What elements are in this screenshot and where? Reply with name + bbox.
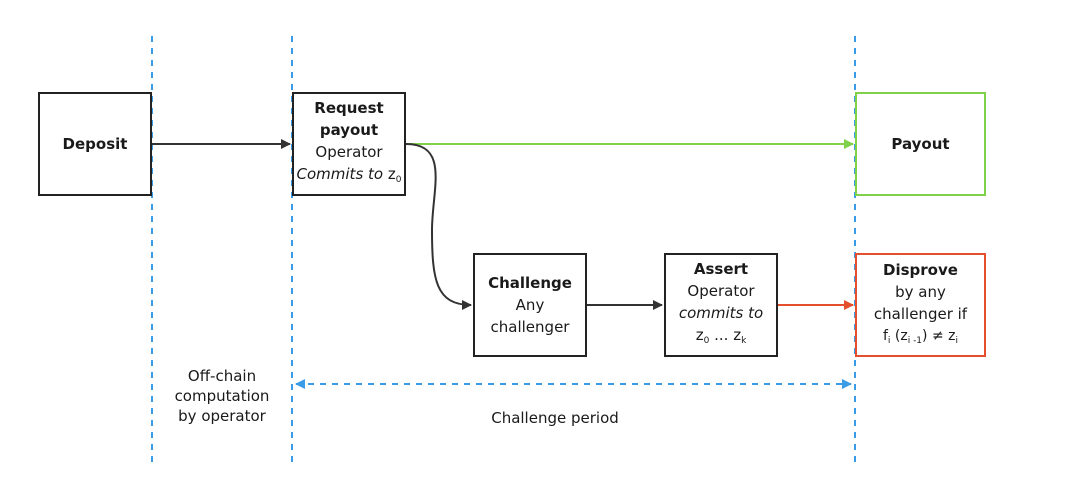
disprove-paren-close: ) bbox=[922, 327, 928, 344]
disprove-zi-sub: i bbox=[955, 335, 959, 346]
disprove-zi1-sub: i -1 bbox=[907, 335, 923, 346]
payout-node: Payout bbox=[855, 92, 986, 196]
challenge-period-label: Challenge period bbox=[491, 409, 619, 427]
request-line2: Commits to z0 bbox=[297, 163, 402, 191]
deposit-title: Deposit bbox=[62, 135, 128, 153]
request-payout-node: Request payout Operator Commits to z0 bbox=[292, 92, 406, 196]
challenge-line2: challenger bbox=[490, 318, 570, 336]
request-commits-text: Commits to bbox=[296, 165, 384, 183]
disprove-neq: ≠ bbox=[931, 327, 944, 344]
disprove-line2: challenger if bbox=[873, 304, 968, 323]
request-title: Request payout bbox=[314, 99, 384, 139]
assert-zk-sub: k bbox=[741, 336, 747, 346]
assert-commits-text: commits to bbox=[678, 304, 764, 322]
request-z-var: z bbox=[387, 165, 396, 183]
assert-title: Assert bbox=[693, 260, 749, 278]
disprove-formula: fi (zi -1) ≠ zi bbox=[883, 325, 958, 352]
offchain-line-1: Off-chain bbox=[187, 367, 257, 385]
disprove-node: Disprove by any challenger if fi (zi -1)… bbox=[855, 253, 986, 357]
deposit-node: Deposit bbox=[38, 92, 152, 196]
disprove-paren-open: ( bbox=[894, 327, 901, 344]
assert-node: Assert Operator commits to z0 ... zk bbox=[664, 253, 778, 357]
request-z-sub: 0 bbox=[395, 175, 402, 185]
offchain-line-3: by operator bbox=[178, 407, 266, 425]
assert-zk-var: z bbox=[733, 326, 742, 344]
disprove-title: Disprove bbox=[883, 260, 958, 279]
challenge-node: Challenge Any challenger bbox=[473, 253, 587, 357]
payout-title: Payout bbox=[891, 135, 950, 153]
assert-z-range: z0 ... zk bbox=[696, 324, 747, 352]
challenge-line1: Any bbox=[515, 296, 545, 314]
request-line1: Operator bbox=[315, 143, 383, 161]
disprove-line1: by any bbox=[895, 282, 946, 301]
offchain-line-2: computation bbox=[174, 387, 270, 405]
disprove-zi-var: z bbox=[948, 327, 956, 344]
challenge-title: Challenge bbox=[488, 274, 572, 292]
arrow-request-to-challenge bbox=[405, 143, 472, 310]
disprove-f-sub: i bbox=[887, 335, 891, 346]
offchain-label: Off-chain computation by operator bbox=[160, 366, 284, 426]
assert-z0-sub: 0 bbox=[703, 336, 710, 346]
assert-line1: Operator bbox=[687, 282, 755, 300]
disprove-zi1-var: z bbox=[900, 327, 908, 344]
assert-z0-var: z bbox=[695, 326, 704, 344]
assert-ellipsis: ... bbox=[714, 326, 729, 344]
disprove-f-var: f bbox=[882, 327, 888, 344]
